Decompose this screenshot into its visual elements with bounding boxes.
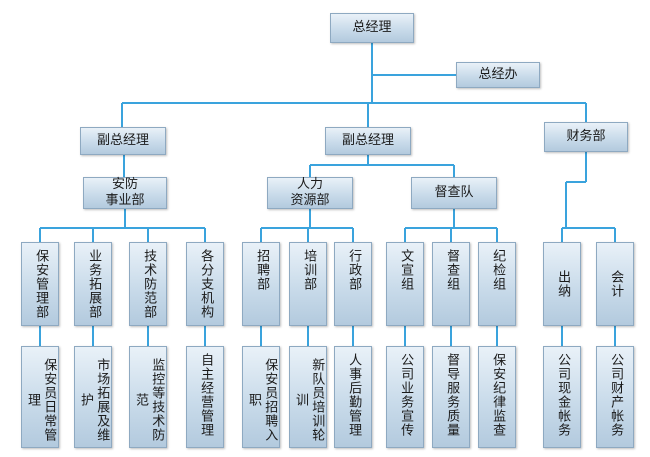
duty-admin: 人事后勤管理: [334, 346, 372, 448]
dept-security-mgmt: 保安管理部: [21, 242, 59, 326]
dept-inspection: 督查组: [432, 242, 470, 326]
duty-training: 新队员培训轮训: [289, 346, 327, 448]
duty-recruitment: 保安员招聘入职: [242, 346, 280, 448]
dept-recruitment: 招聘部: [242, 242, 280, 326]
finance-box: 财务部: [544, 122, 628, 152]
duty-propaganda: 公司业务宣传: [386, 346, 424, 448]
duty-discipline: 保安纪律监查: [478, 346, 516, 448]
dept-cashier: 出纳: [543, 242, 581, 326]
dept-discipline: 纪检组: [478, 242, 516, 326]
duty-accounting: 公司财产帐务: [596, 346, 634, 448]
security-division-box: 安防 事业部: [83, 177, 167, 209]
dept-propaganda: 文宣组: [386, 242, 424, 326]
supervision-team-box: 督查队: [411, 177, 497, 209]
dept-tech-prevention: 技术防范部: [129, 242, 167, 326]
duty-security-mgmt: 保安员日常管理: [21, 346, 59, 448]
duty-inspection: 督导服务质量: [432, 346, 470, 448]
hr-division-box: 人力 资源部: [267, 177, 353, 209]
vp-left-box: 副总经理: [80, 127, 166, 155]
dept-admin: 行政部: [334, 242, 372, 326]
dept-business-dev: 业务拓展部: [74, 242, 112, 326]
duty-cashier: 公司现金帐务: [543, 346, 581, 448]
duty-branches: 自主经营管理: [186, 346, 224, 448]
ceo-box: 总经理: [330, 13, 414, 43]
duty-tech-prevention: 监控等技术防范: [129, 346, 167, 448]
dept-branches: 各分支机构: [186, 242, 224, 326]
ceo-office-box: 总经办: [456, 62, 540, 88]
dept-accounting: 会计: [596, 242, 634, 326]
dept-training: 培训部: [289, 242, 327, 326]
vp-mid-box: 副总经理: [325, 127, 411, 155]
duty-business-dev: 市场拓展及维护: [74, 346, 112, 448]
